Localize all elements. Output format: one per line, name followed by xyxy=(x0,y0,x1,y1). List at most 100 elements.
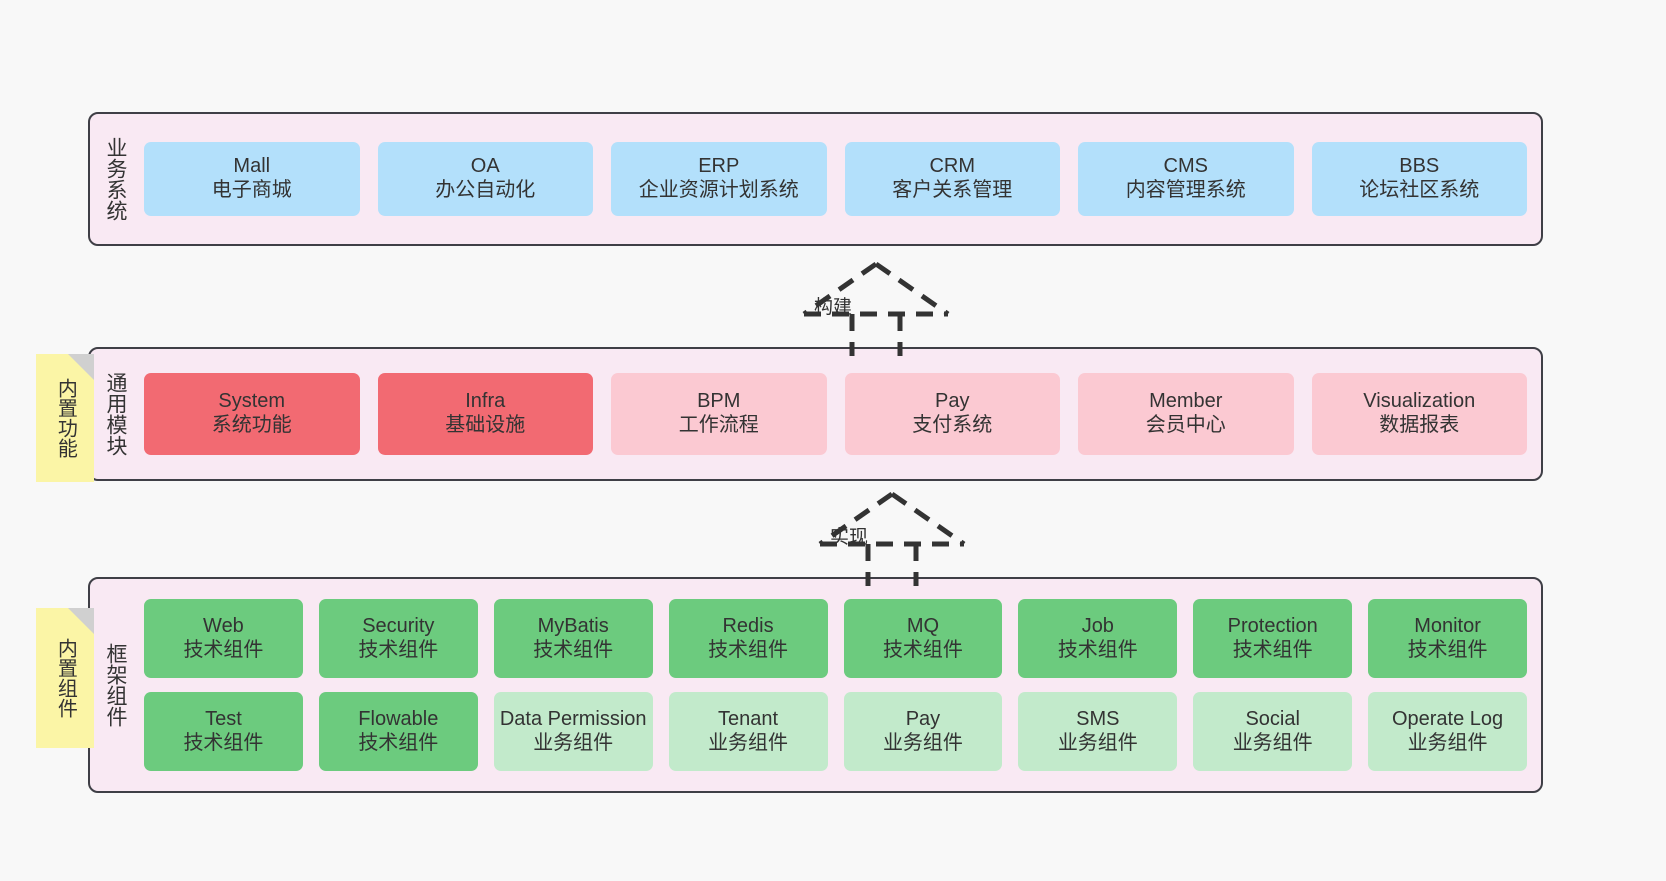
generalization-triangle-icon xyxy=(802,261,950,317)
node-oa-en: OA xyxy=(470,155,500,178)
layer-common-body: System 系统功能 Infra 基础设施 BPM 工作流程 Pay 支付系统… xyxy=(140,349,1541,479)
node-social-cn: 业务组件 xyxy=(1232,731,1313,754)
node-cms-en: CMS xyxy=(1163,155,1208,178)
sticky-note-builtin-features: 内置功能 xyxy=(36,354,94,482)
node-tenant-cn: 业务组件 xyxy=(708,731,789,754)
node-mybatis[interactable]: MyBatis 技术组件 xyxy=(493,599,653,678)
node-protection[interactable]: Protection 技术组件 xyxy=(1193,599,1353,678)
sticky-note-builtin-features-label: 内置功能 xyxy=(54,378,77,458)
node-mall[interactable]: Mall 电子商城 xyxy=(144,142,360,216)
sticky-fold-corner-icon xyxy=(68,608,94,634)
node-bbs[interactable]: BBS 论坛社区系统 xyxy=(1311,142,1527,216)
connector-implement-shape xyxy=(818,491,966,586)
connector-stem xyxy=(849,314,903,356)
node-infra[interactable]: Infra 基础设施 xyxy=(377,373,593,455)
node-web[interactable]: Web 技术组件 xyxy=(144,599,303,678)
node-sms[interactable]: SMS 业务组件 xyxy=(1018,692,1178,771)
node-mq-cn: 技术组件 xyxy=(882,638,963,661)
node-visualization[interactable]: Visualization 数据报表 xyxy=(1311,373,1527,455)
node-job-cn: 技术组件 xyxy=(1057,638,1138,661)
node-social[interactable]: Social 业务组件 xyxy=(1193,692,1353,771)
node-member[interactable]: Member 会员中心 xyxy=(1078,373,1294,455)
node-operate-log-cn: 业务组件 xyxy=(1407,731,1488,754)
node-bpm-en: BPM xyxy=(697,390,741,413)
layer-common-modules: 通用模块 System 系统功能 Infra 基础设施 BPM 工作流程 Pay… xyxy=(88,347,1543,481)
node-system-cn: 系统功能 xyxy=(211,414,292,436)
node-system-en: System xyxy=(218,390,286,413)
node-erp[interactable]: ERP 企业资源计划系统 xyxy=(611,142,827,216)
node-redis[interactable]: Redis 技术组件 xyxy=(668,599,828,678)
node-pay-module-en: Pay xyxy=(935,390,970,413)
node-sms-en: SMS xyxy=(1076,707,1120,730)
connector-build-shape xyxy=(802,261,950,356)
business-node-row: Mall 电子商城 OA 办公自动化 ERP 企业资源计划系统 CRM 客户关系… xyxy=(144,142,1527,216)
node-job-en: Job xyxy=(1081,614,1114,637)
node-monitor-en: Monitor xyxy=(1414,614,1481,637)
node-crm-cn: 客户关系管理 xyxy=(892,179,1013,201)
node-web-cn: 技术组件 xyxy=(183,638,264,661)
node-mq[interactable]: MQ 技术组件 xyxy=(843,599,1003,678)
node-mybatis-cn: 技术组件 xyxy=(533,638,614,661)
node-mq-en: MQ xyxy=(906,614,940,637)
node-job[interactable]: Job 技术组件 xyxy=(1018,599,1178,678)
node-pay-module-cn: 支付系统 xyxy=(912,414,993,436)
node-test[interactable]: Test 技术组件 xyxy=(144,692,303,771)
node-bpm[interactable]: BPM 工作流程 xyxy=(611,373,827,455)
layer-business-title: 业务系统 xyxy=(103,137,127,221)
layer-business-body: Mall 电子商城 OA 办公自动化 ERP 企业资源计划系统 CRM 客户关系… xyxy=(140,114,1541,244)
node-redis-cn: 技术组件 xyxy=(708,638,789,661)
framework-node-row-technical: Web 技术组件 Security 技术组件 MyBatis 技术组件 Redi… xyxy=(144,599,1527,678)
node-crm-en: CRM xyxy=(929,155,976,178)
node-protection-cn: 技术组件 xyxy=(1232,638,1313,661)
layer-framework-body: Web 技术组件 Security 技术组件 MyBatis 技术组件 Redi… xyxy=(140,579,1541,791)
node-bbs-en: BBS xyxy=(1399,155,1440,178)
sticky-note-builtin-components-label: 内置组件 xyxy=(54,638,77,718)
node-redis-en: Redis xyxy=(722,614,774,637)
node-visualization-cn: 数据报表 xyxy=(1379,414,1460,436)
node-flowable[interactable]: Flowable 技术组件 xyxy=(318,692,478,771)
node-security[interactable]: Security 技术组件 xyxy=(318,599,478,678)
node-bbs-cn: 论坛社区系统 xyxy=(1359,179,1480,201)
node-sms-cn: 业务组件 xyxy=(1057,731,1138,754)
node-erp-cn: 企业资源计划系统 xyxy=(638,179,799,201)
sticky-fold-corner-icon xyxy=(68,354,94,380)
layer-business-systems: 业务系统 Mall 电子商城 OA 办公自动化 ERP 企业资源计划系统 CRM… xyxy=(88,112,1543,246)
node-tenant-en: Tenant xyxy=(718,707,779,730)
node-pay-component-en: Pay xyxy=(905,707,941,730)
node-tenant[interactable]: Tenant 业务组件 xyxy=(668,692,828,771)
node-monitor-cn: 技术组件 xyxy=(1407,638,1488,661)
node-flowable-en: Flowable xyxy=(358,707,439,730)
layer-framework-components: 框架组件 Web 技术组件 Security 技术组件 MyBatis 技术组件… xyxy=(88,577,1543,793)
node-infra-cn: 基础设施 xyxy=(445,414,526,436)
node-monitor[interactable]: Monitor 技术组件 xyxy=(1368,599,1527,678)
generalization-triangle-icon xyxy=(818,491,966,547)
node-test-en: Test xyxy=(205,707,242,730)
node-system[interactable]: System 系统功能 xyxy=(144,373,360,455)
node-data-permission-en: Data Permission xyxy=(499,707,647,730)
node-social-en: Social xyxy=(1245,707,1300,730)
node-data-permission[interactable]: Data Permission 业务组件 xyxy=(493,692,653,771)
layer-framework-title: 框架组件 xyxy=(103,643,127,727)
connector-build: 构建 xyxy=(756,258,956,356)
connector-implement: 实现 xyxy=(772,488,972,586)
node-oa[interactable]: OA 办公自动化 xyxy=(377,142,593,216)
connector-stem xyxy=(865,544,919,586)
node-cms-cn: 内容管理系统 xyxy=(1125,179,1246,201)
node-pay-module[interactable]: Pay 支付系统 xyxy=(844,373,1060,455)
node-security-en: Security xyxy=(362,614,435,637)
connector-build-label: 构建 xyxy=(814,297,853,318)
node-mall-cn: 电子商城 xyxy=(211,179,292,201)
node-test-cn: 技术组件 xyxy=(183,731,264,754)
node-cms[interactable]: CMS 内容管理系统 xyxy=(1078,142,1294,216)
node-crm[interactable]: CRM 客户关系管理 xyxy=(844,142,1060,216)
node-member-cn: 会员中心 xyxy=(1145,414,1226,436)
node-pay-component[interactable]: Pay 业务组件 xyxy=(843,692,1003,771)
node-operate-log[interactable]: Operate Log 业务组件 xyxy=(1368,692,1527,771)
node-erp-en: ERP xyxy=(698,155,740,178)
framework-node-row-business: Test 技术组件 Flowable 技术组件 Data Permission … xyxy=(144,692,1527,771)
node-data-permission-cn: 业务组件 xyxy=(533,731,614,754)
connector-implement-label: 实现 xyxy=(830,527,869,548)
node-member-en: Member xyxy=(1149,390,1223,413)
node-security-cn: 技术组件 xyxy=(358,638,439,661)
